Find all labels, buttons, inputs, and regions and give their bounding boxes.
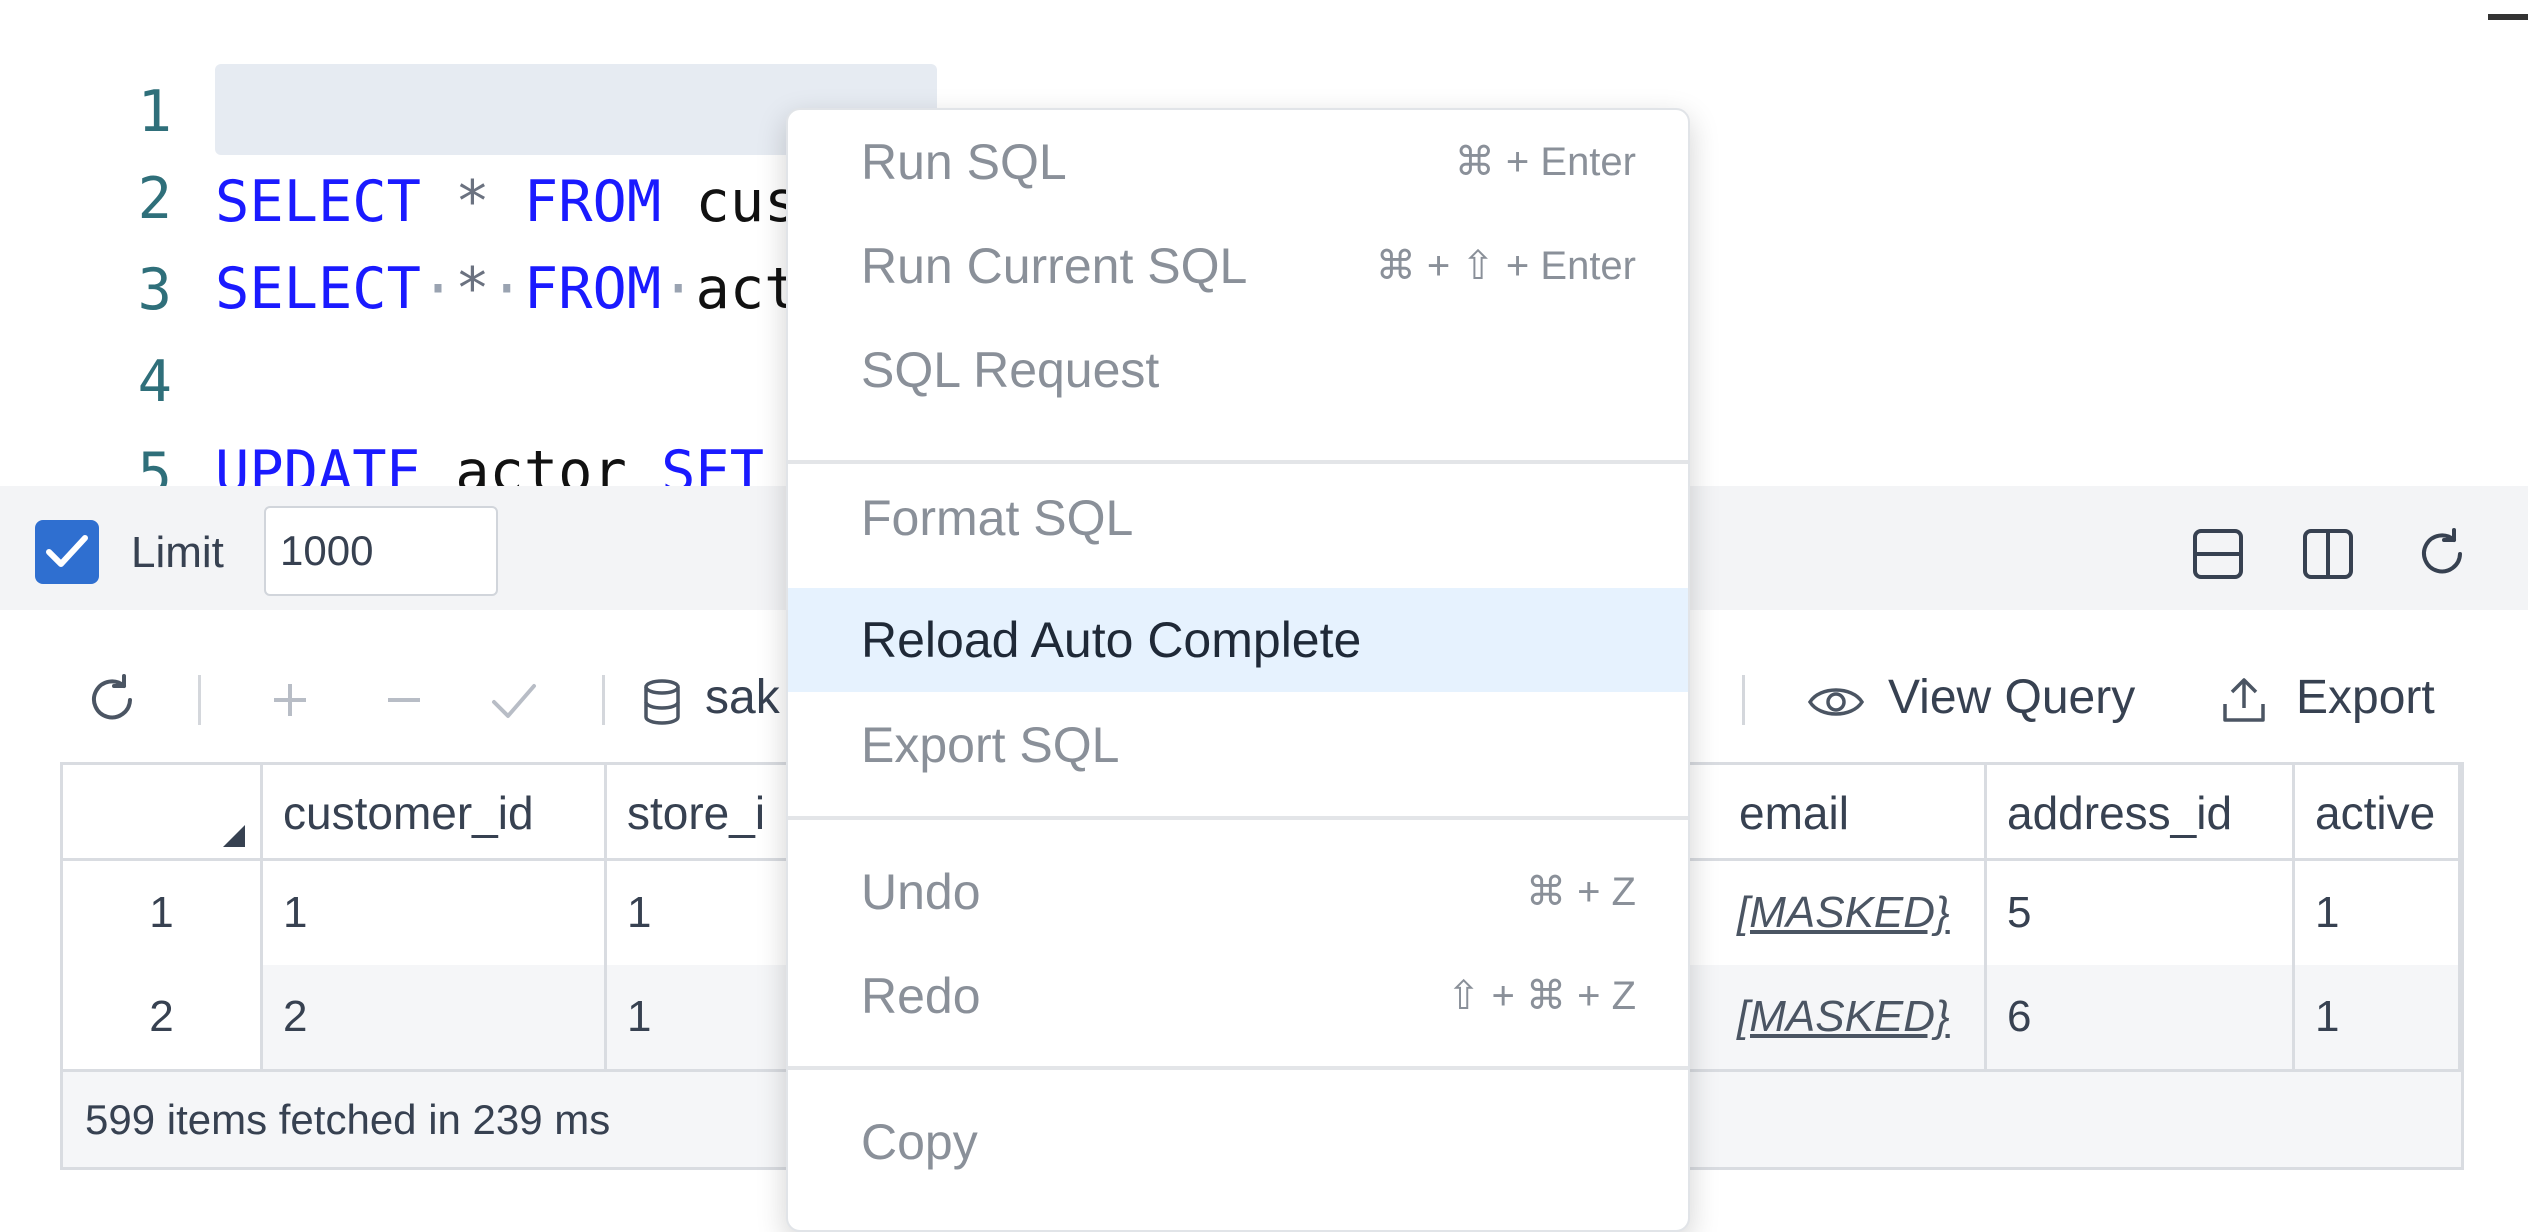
row-index: 2 [63,965,263,1069]
menu-item-reload-auto-complete[interactable]: Reload Auto Complete [788,588,1688,692]
operator: * [455,169,490,235]
column-header[interactable]: customer_id [263,765,607,861]
table-cell[interactable]: 1 [2295,965,2461,1069]
shortcut-label: ⌘ + ⇧ + Enter [1375,244,1636,288]
shortcut-label: ⌘ + Z [1525,870,1636,914]
limit-label: Limit [131,528,224,577]
line-number: 5 [137,441,172,486]
split-vertical-icon[interactable] [2300,526,2356,582]
view-query-button[interactable]: View Query [1888,671,2136,724]
table-cell-masked[interactable]: [MASKED} [1207,861,1987,965]
result-toolbar: sak View Query Export [0,650,2528,750]
datasource-label[interactable]: sak [705,671,780,724]
keyword: SELECT [215,169,421,235]
editor-line[interactable]: 6 [0,430,137,486]
row-index: 1 [63,861,263,965]
line-number: 3 [137,257,172,323]
menu-item-sql-request[interactable]: SQL Request [861,342,1160,398]
menu-item-redo[interactable]: Redo ⇧ + ⌘ + Z [788,944,1688,1048]
sort-triangle-icon [223,825,245,847]
menu-item-export-sql[interactable]: Export SQL [861,717,1120,773]
menu-divider [788,460,1688,464]
reload-icon[interactable] [84,672,140,728]
menu-item-run-sql[interactable]: Run SQL ⌘ + Enter [788,110,1688,214]
toolbar-divider [198,675,201,725]
context-menu: Run SQL ⌘ + Enter Run Current SQL ⌘ + ⇧ … [786,108,1690,1232]
column-header[interactable]: active [2295,765,2461,861]
editor-line[interactable]: 5 [0,339,172,486]
operator: * [455,256,490,322]
confirm-icon[interactable] [486,672,542,728]
keyword: SET [661,439,765,486]
line-number: 4 [137,349,172,415]
menu-item-run-current-sql[interactable]: Run Current SQL ⌘ + ⇧ + Enter [788,214,1688,318]
menu-divider [788,816,1688,820]
add-row-icon[interactable] [262,672,318,728]
limit-input[interactable] [264,506,498,596]
refresh-icon[interactable] [2414,526,2470,582]
limit-checkbox[interactable] [35,520,99,584]
table-cell[interactable]: 1 [2295,861,2461,965]
eye-icon [1807,688,1865,716]
scrollbar-thumb[interactable] [2488,14,2528,20]
menu-item-copy[interactable]: Copy [861,1114,978,1170]
editor-line[interactable]: 3 [0,155,172,323]
editor-line[interactable]: 2 SELECT·*·FROM·actor; [0,64,902,322]
keyword: FROM [523,256,662,322]
editor-line[interactable]: 4 UPDATE actor SET RE actor_id = 1; [0,247,764,486]
identifier: actor [455,439,627,486]
keyword: FROM [523,169,662,235]
remove-row-icon[interactable] [376,672,432,728]
table-cell[interactable]: 5 [1987,861,2295,965]
check-icon [46,535,88,567]
shortcut-label: ⇧ + ⌘ + Z [1446,974,1636,1018]
line-number: 2 [137,166,172,232]
editor-line[interactable]: 1 SELECT * FROM customer; [0,0,1005,235]
line-number: 1 [137,79,172,145]
export-button[interactable]: Export [2296,671,2435,724]
table-cell[interactable]: 2 [263,965,607,1069]
table-cell[interactable]: 6 [1987,965,2295,1069]
toolbar-divider [1742,675,1745,725]
export-icon [2223,678,2265,722]
menu-divider [788,1066,1688,1070]
menu-item-undo[interactable]: Undo ⌘ + Z [788,840,1688,944]
database-icon [644,679,680,725]
shortcut-label: ⌘ + Enter [1454,140,1636,184]
split-horizontal-icon[interactable] [2190,526,2246,582]
row-index-header[interactable] [63,765,263,861]
toolbar-divider [602,675,605,725]
menu-item-format-sql[interactable]: Format SQL [861,490,1134,546]
keyword: SELECT [215,256,421,322]
keyword: UPDATE [215,439,421,486]
column-header[interactable]: address_id [1987,765,2295,861]
table-cell[interactable]: 1 [263,861,607,965]
